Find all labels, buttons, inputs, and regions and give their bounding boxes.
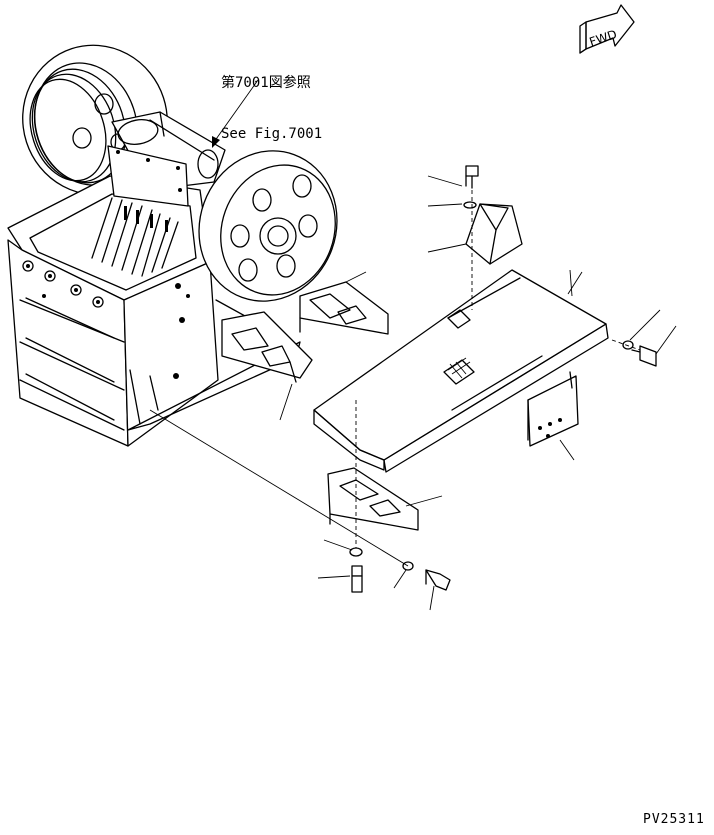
lower-bolt-icon xyxy=(351,565,363,593)
fasteners xyxy=(349,165,657,593)
cover-plate xyxy=(313,269,609,473)
alignment-lines xyxy=(149,190,641,567)
left-support-bracket xyxy=(221,311,313,421)
u-bracket xyxy=(527,371,579,461)
drawing-code: PV25311 xyxy=(643,812,705,827)
wedge-block xyxy=(465,203,523,265)
lower-support-bracket xyxy=(327,467,419,531)
front-flywheel xyxy=(198,150,338,302)
reference-leader xyxy=(212,79,259,148)
lower-washer-icon xyxy=(349,547,363,557)
reference-note-japanese: 第7001図参照 xyxy=(221,75,311,91)
lower-right-bolt-icon xyxy=(425,569,451,591)
top-bolt-icon xyxy=(465,165,479,189)
right-bolt-icon xyxy=(631,345,657,367)
reference-note-english: See Fig.7001 xyxy=(221,126,323,142)
right-washer-icon xyxy=(622,340,634,350)
jaw-crusher-assembly xyxy=(7,44,338,447)
forward-arrow-icon: FWD xyxy=(579,4,635,54)
rear-support-bracket xyxy=(299,271,389,335)
leader-lines xyxy=(317,175,677,611)
figure-reference-note: 第7001図参照 See Fig.7001 xyxy=(221,41,322,160)
top-washer-icon xyxy=(463,201,477,209)
mesh-grid xyxy=(443,357,475,385)
